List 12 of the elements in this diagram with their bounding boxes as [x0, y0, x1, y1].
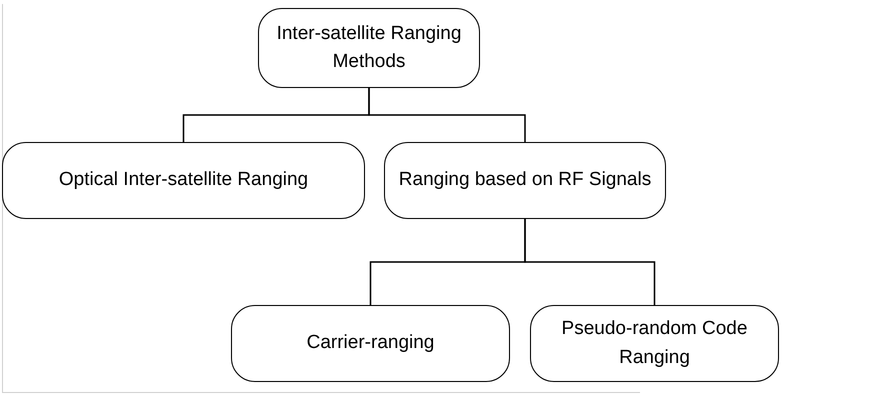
rounded-box	[530, 305, 779, 382]
rounded-box	[258, 8, 480, 88]
box-label: Optical Inter-satellite Ranging	[58, 168, 308, 192]
connector-line	[368, 88, 526, 142]
rounded-box	[384, 142, 666, 219]
rounded-box	[2, 142, 365, 219]
box-label: Carrier-ranging	[306, 331, 434, 356]
box-label: Ranging based on RF Signals	[398, 168, 652, 192]
box-label: Pseudo-random Code Ranging	[560, 317, 748, 370]
connector-line	[524, 219, 656, 305]
rounded-box	[231, 305, 510, 382]
box-label: Inter-satellite Ranging Methods	[276, 22, 462, 74]
